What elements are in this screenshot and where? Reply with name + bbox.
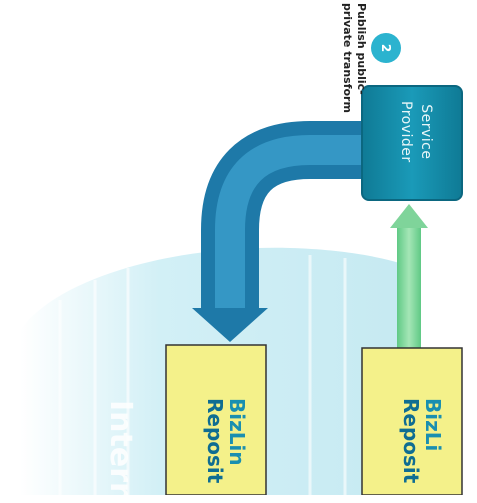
repository-right-line2: Reposit [399,398,423,484]
service-provider-line1: Service [418,104,434,160]
cloud-streaks [58,255,347,495]
repository-left-line2: Reposit [203,398,227,484]
step-caption-line1: Publish public- [355,3,368,95]
repository-right-box [361,347,463,495]
repository-right-line1: BizLi [421,398,445,452]
repository-left-line1: BizLin [225,398,249,466]
repository-left-label: BizLin Reposit [203,398,249,484]
repository-right-label: BizLi Reposit [399,398,445,484]
step-caption-line2: private transform [341,3,354,113]
step-number: 2 [378,43,393,53]
repository-left-box [165,344,267,495]
internet-label: Intern [103,400,138,503]
step-caption: Publish public- private transform [340,3,368,113]
service-provider-line2: Provider [398,101,414,163]
green-arrow [390,204,428,356]
step-badge: 2 [371,33,401,63]
service-provider-box [361,85,463,201]
service-provider-label: Service Provider [396,101,436,163]
publish-arrow [192,121,372,342]
